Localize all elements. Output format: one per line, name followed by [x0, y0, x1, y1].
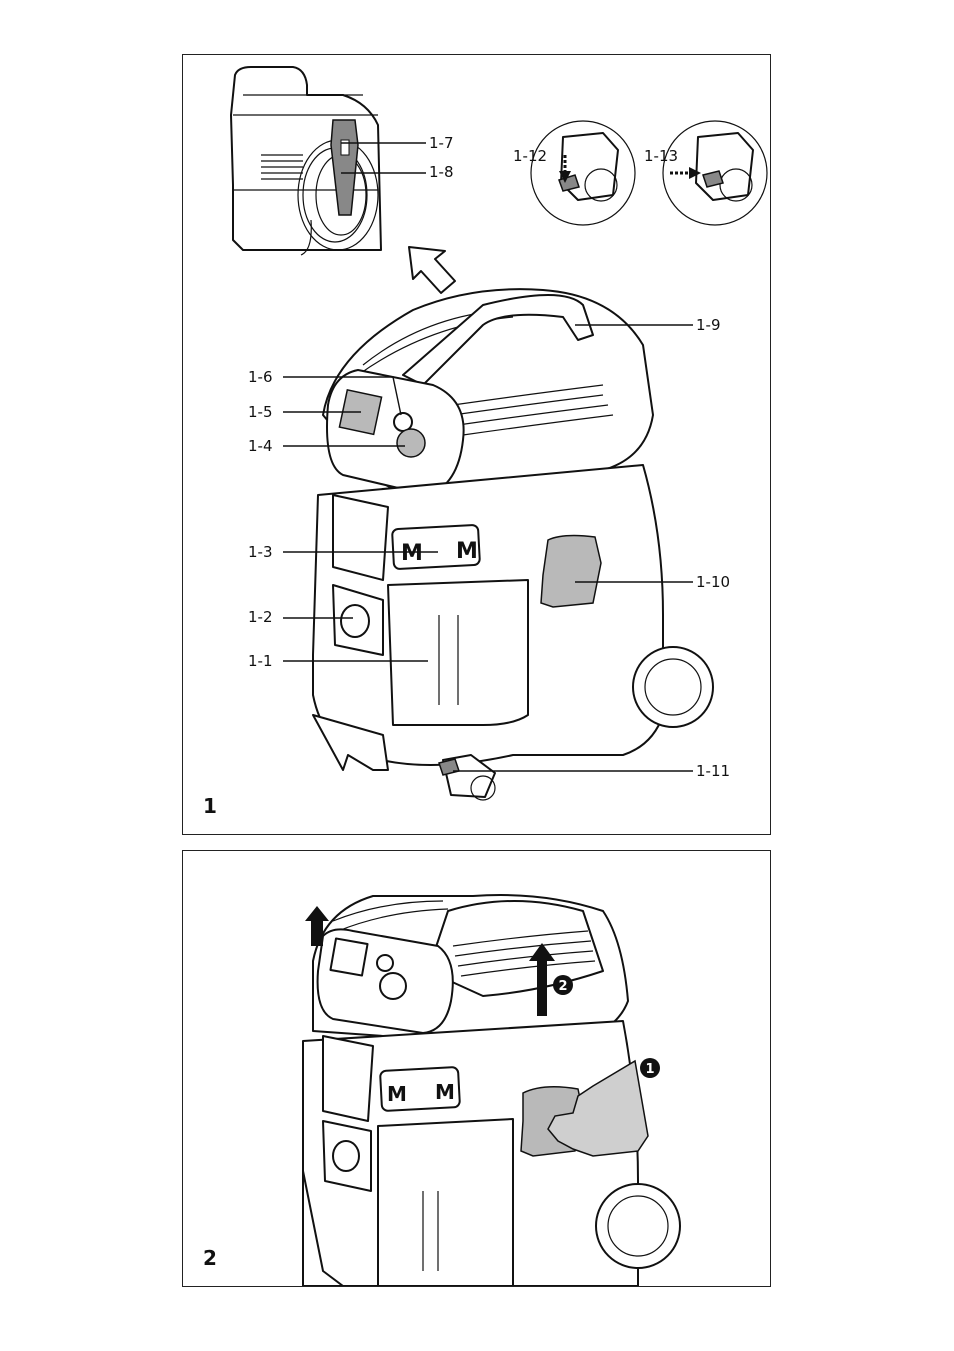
figure-2-panel: M M 2 — [182, 850, 771, 1287]
label-1-6: 1-6 — [248, 368, 273, 386]
mode-badge-left-m: M — [401, 541, 423, 566]
label-1-9: 1-9 — [696, 316, 721, 334]
figure-number-2: 2 — [203, 1246, 217, 1270]
label-1-11: 1-11 — [696, 762, 730, 780]
figure-2-drawing: M M 2 — [203, 894, 681, 1286]
svg-text:1: 1 — [645, 1062, 654, 1077]
callout-lines — [283, 142, 693, 772]
label-1-3: 1-3 — [248, 543, 273, 561]
mode-badge: M M — [391, 524, 481, 570]
label-1-5: 1-5 — [248, 403, 273, 421]
step-marker-2: 2 — [553, 975, 573, 995]
mode-badge-fig2-right-m: M — [435, 1080, 455, 1104]
step-marker-1: 1 — [640, 1058, 660, 1078]
label-1-10: 1-10 — [696, 573, 730, 591]
vacuum-body: M M — [312, 288, 714, 801]
caster-lock-inset — [530, 120, 768, 226]
label-1-2: 1-2 — [248, 608, 273, 626]
svg-text:2: 2 — [558, 979, 567, 994]
label-1-1: 1-1 — [248, 652, 273, 670]
mode-badge-fig2-left-m: M — [387, 1082, 407, 1106]
up-left-arrow-icon — [408, 246, 456, 294]
label-1-8: 1-8 — [429, 163, 454, 181]
figure-1-drawing: M M — [203, 66, 768, 818]
label-1-13: 1-13 — [644, 147, 678, 165]
figure-number-1: 1 — [203, 794, 217, 818]
label-1-12: 1-12 — [513, 147, 547, 165]
cable-holder-inset — [230, 66, 382, 256]
hand-illustration — [547, 1059, 649, 1157]
mode-badge-fig2: M M — [379, 1066, 461, 1112]
mode-badge-right-m: M — [456, 539, 478, 564]
vacuum-body-detail: M M — [302, 894, 681, 1286]
lift-arrow-center-icon — [529, 943, 555, 1016]
label-1-7: 1-7 — [429, 134, 454, 152]
lift-arrow-left-icon — [305, 906, 329, 946]
label-1-4: 1-4 — [248, 437, 273, 455]
figure-1-panel: M M — [182, 54, 771, 835]
